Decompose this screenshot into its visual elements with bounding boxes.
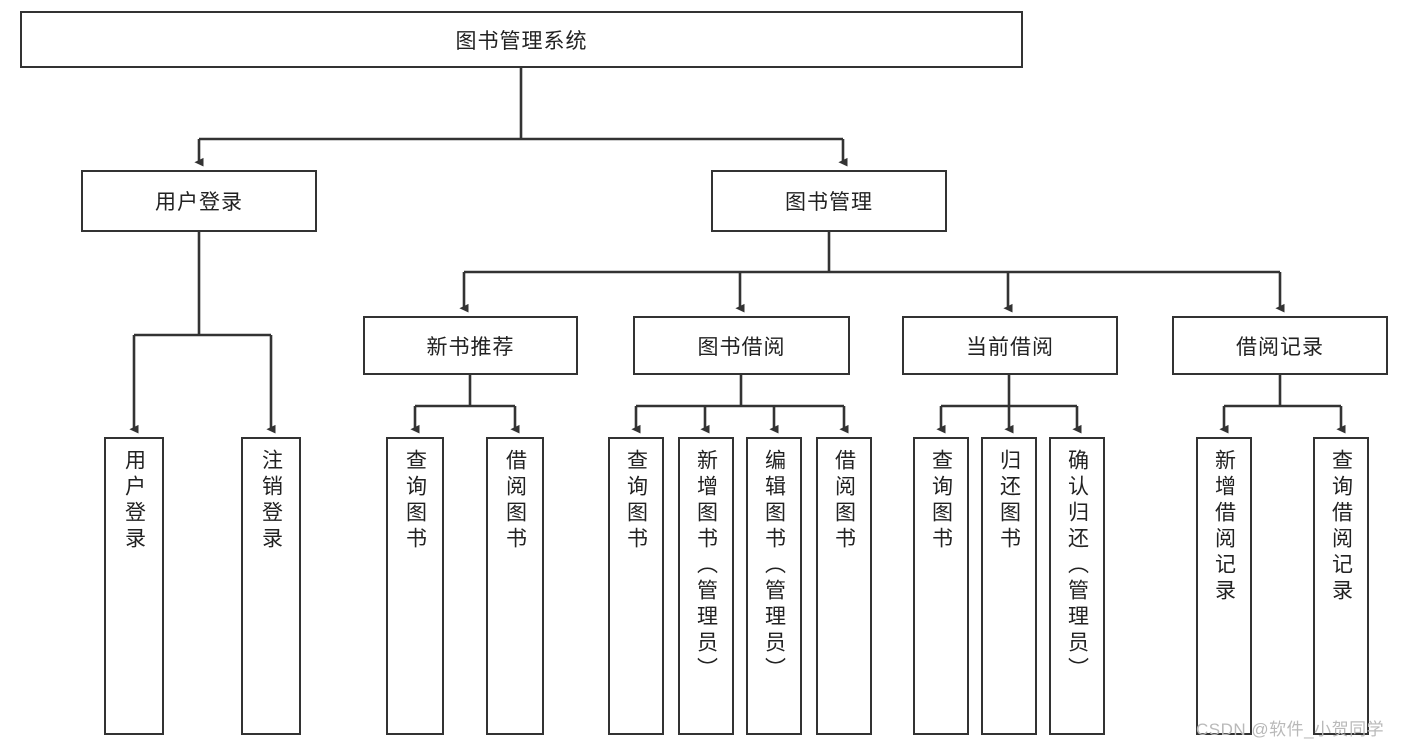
node-leaf-edit-book[interactable]: 编辑图书（管理员） [746,437,802,735]
node-leaf-confirm-return[interactable]: 确认归还（管理员） [1049,437,1105,735]
node-leaf-add-record[interactable]: 新增借阅记录 [1196,437,1252,735]
csdn-watermark: CSDN @软件_小贺同学 [1196,720,1385,739]
node-book-management[interactable]: 图书管理 [711,170,947,232]
node-leaf-query-book-2-label: 查询图书 [624,449,648,553]
node-leaf-query-book-1-label: 查询图书 [403,449,427,553]
node-leaf-return-book-label: 归还图书 [997,449,1021,553]
node-leaf-add-record-label: 新增借阅记录 [1212,449,1236,605]
node-leaf-return-book[interactable]: 归还图书 [981,437,1037,735]
node-current-borrow[interactable]: 当前借阅 [902,316,1118,375]
node-new-book-recommend[interactable]: 新书推荐 [363,316,578,375]
node-user-login-label: 用户登录 [155,191,243,214]
node-leaf-borrow-book-1-label: 借阅图书 [503,449,527,553]
node-leaf-borrow-book-1[interactable]: 借阅图书 [486,437,544,735]
node-leaf-query-book-3[interactable]: 查询图书 [913,437,969,735]
node-leaf-add-book-label: 新增图书（管理员） [694,449,718,683]
node-leaf-query-book-1[interactable]: 查询图书 [386,437,444,735]
node-leaf-query-book-3-label: 查询图书 [929,449,953,553]
node-borrow-record-label: 借阅记录 [1236,335,1324,359]
node-new-book-recommend-label: 新书推荐 [426,335,515,359]
node-leaf-confirm-return-label: 确认归还（管理员） [1065,449,1089,683]
node-user-login[interactable]: 用户登录 [81,170,317,232]
node-leaf-edit-book-label: 编辑图书（管理员） [762,449,786,683]
node-leaf-query-record-label: 查询借阅记录 [1329,449,1353,605]
node-leaf-user-logout-label: 注销登录 [259,449,283,553]
node-leaf-user-login-label: 用户登录 [122,449,146,553]
node-book-borrow[interactable]: 图书借阅 [633,316,850,375]
node-borrow-record[interactable]: 借阅记录 [1172,316,1388,375]
node-book-borrow-label: 图书借阅 [697,335,786,359]
node-leaf-borrow-book-2-label: 借阅图书 [832,449,856,553]
node-current-borrow-label: 当前借阅 [966,335,1054,359]
node-book-management-label: 图书管理 [785,191,873,214]
node-leaf-add-book[interactable]: 新增图书（管理员） [678,437,734,735]
node-leaf-query-book-2[interactable]: 查询图书 [608,437,664,735]
node-leaf-user-logout[interactable]: 注销登录 [241,437,301,735]
node-leaf-query-record[interactable]: 查询借阅记录 [1313,437,1369,735]
node-leaf-borrow-book-2[interactable]: 借阅图书 [816,437,872,735]
node-root-label: 图书管理系统 [455,29,588,53]
node-leaf-user-login[interactable]: 用户登录 [104,437,164,735]
node-root[interactable]: 图书管理系统 [20,11,1023,68]
